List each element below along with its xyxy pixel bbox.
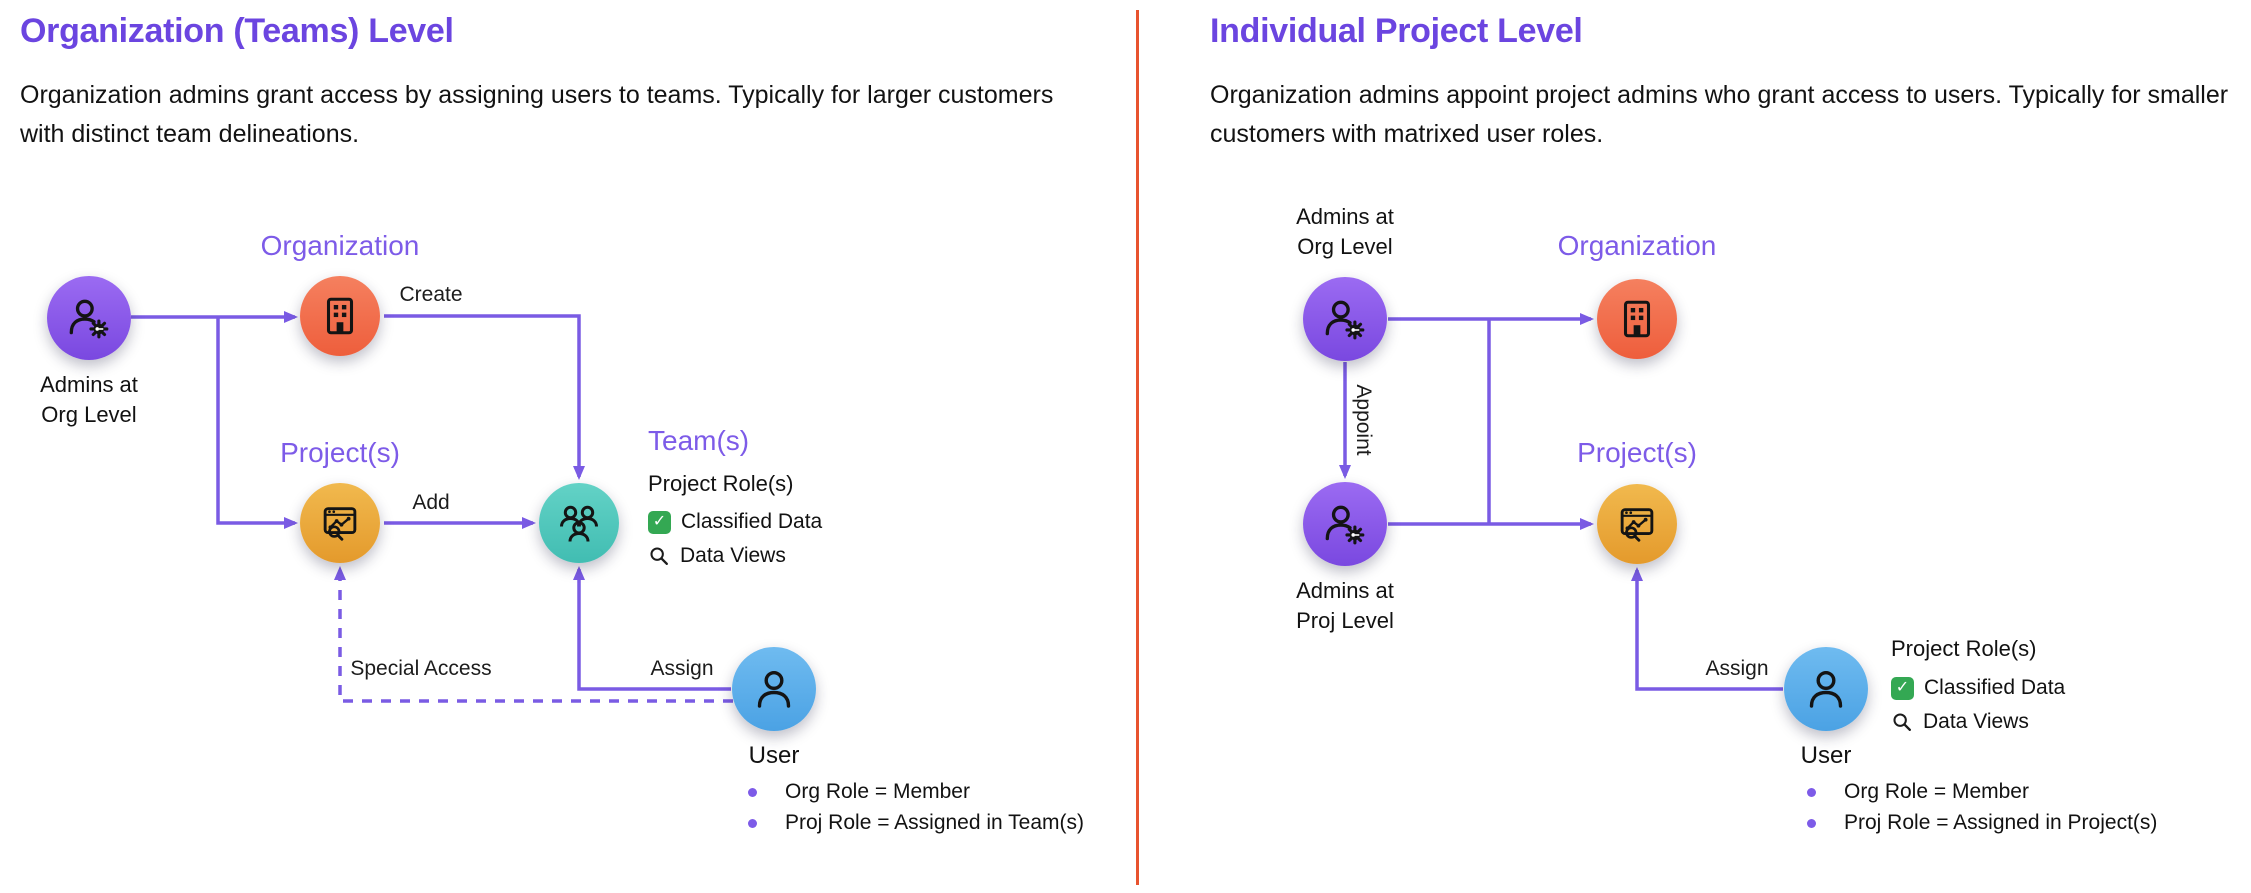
bullet-proj-role-left: Proj Role = Assigned in Team(s) bbox=[748, 811, 1084, 835]
magnifier-icon bbox=[650, 547, 668, 565]
user-icon bbox=[1809, 670, 1843, 708]
label-organization-left: Organization bbox=[260, 230, 420, 261]
node-user-left bbox=[732, 647, 816, 731]
role-title-left: Project Role(s) bbox=[648, 471, 794, 496]
edge-label-assign-left: Assign bbox=[650, 657, 714, 680]
project-chart-icon bbox=[323, 507, 357, 541]
node-projects-left bbox=[300, 483, 380, 563]
bullet-text: Proj Role = Assigned in Team(s) bbox=[785, 811, 1085, 834]
role-row-classified-right: ✓ Classified Data bbox=[1891, 676, 2065, 700]
node-projects-right bbox=[1597, 484, 1677, 564]
role-title-right: Project Role(s) bbox=[1891, 636, 2037, 661]
admin-gear-icon bbox=[1325, 300, 1365, 340]
classified-label: Classified Data bbox=[681, 510, 823, 533]
label-user-left: User bbox=[748, 742, 800, 769]
bullet-dot bbox=[1807, 818, 1816, 828]
node-organization-left bbox=[300, 276, 380, 356]
building-icon bbox=[326, 297, 354, 335]
right-panel-title: Individual Project Level bbox=[1210, 12, 1583, 50]
classified-check-icon: ✓ bbox=[1891, 676, 1914, 700]
bullet-text: Org Role = Member bbox=[785, 780, 970, 803]
label-admins-proj-right: Admins at Proj Level bbox=[1296, 578, 1394, 633]
bullet-dot bbox=[748, 787, 757, 797]
edge-create bbox=[384, 314, 585, 480]
node-organization-right bbox=[1597, 279, 1677, 359]
user-icon bbox=[757, 670, 791, 708]
edge-special-access bbox=[334, 566, 733, 703]
left-panel-title: Organization (Teams) Level bbox=[20, 12, 454, 50]
label-user-right: User bbox=[1800, 742, 1852, 769]
building-icon bbox=[1623, 300, 1651, 338]
edge-label-appoint: Appoint bbox=[1352, 384, 1375, 456]
views-label: Data Views bbox=[1923, 710, 2029, 733]
bullet-dot bbox=[748, 818, 757, 828]
project-chart-icon bbox=[1620, 508, 1654, 542]
bullet-text: Proj Role = Assigned in Project(s) bbox=[1844, 811, 2158, 834]
edge-admins-to-projects-left bbox=[216, 317, 298, 529]
classified-label: Classified Data bbox=[1924, 676, 2066, 699]
right-panel-description: Organization admins appoint project admi… bbox=[1210, 81, 2229, 148]
admin-gear-icon bbox=[69, 299, 109, 339]
bullet-text: Org Role = Member bbox=[1844, 780, 2029, 803]
bullet-dot bbox=[1807, 787, 1816, 797]
admin-gear-icon bbox=[1325, 505, 1365, 545]
node-user-right bbox=[1784, 647, 1868, 731]
node-admins-org-left bbox=[47, 276, 131, 360]
edge-label-create: Create bbox=[399, 283, 463, 306]
node-admins-proj-right bbox=[1303, 482, 1387, 566]
team-icon bbox=[560, 505, 598, 542]
node-admins-org-right bbox=[1303, 277, 1387, 361]
label-organization-right: Organization bbox=[1557, 230, 1717, 261]
bullet-proj-role-right: Proj Role = Assigned in Project(s) bbox=[1807, 811, 2157, 835]
bullet-org-role-left: Org Role = Member bbox=[748, 780, 970, 804]
left-panel-description: Organization admins grant access by assi… bbox=[20, 81, 1054, 148]
label-teams-left: Team(s) bbox=[648, 425, 750, 456]
magnifier-icon bbox=[1893, 713, 1911, 731]
panel-divider bbox=[1136, 10, 1139, 885]
classified-check-icon: ✓ bbox=[648, 510, 671, 534]
role-row-classified-left: ✓ Classified Data bbox=[648, 510, 822, 534]
label-admins-org-left: Admins at Org Level bbox=[40, 372, 138, 427]
label-projects-right: Project(s) bbox=[1577, 437, 1697, 468]
label-admins-org-right: Admins at Org Level bbox=[1296, 204, 1394, 259]
role-row-views-right: Data Views bbox=[1891, 710, 2029, 734]
bullet-org-role-right: Org Role = Member bbox=[1807, 780, 2029, 804]
label-projects-left: Project(s) bbox=[280, 437, 400, 468]
edge-label-special-access: Special Access bbox=[350, 657, 492, 680]
role-row-views-left: Data Views bbox=[648, 544, 786, 568]
edge-label-add: Add bbox=[412, 491, 450, 514]
views-label: Data Views bbox=[680, 544, 786, 567]
node-teams-left bbox=[539, 483, 619, 563]
edge-label-assign-right: Assign bbox=[1705, 657, 1769, 680]
